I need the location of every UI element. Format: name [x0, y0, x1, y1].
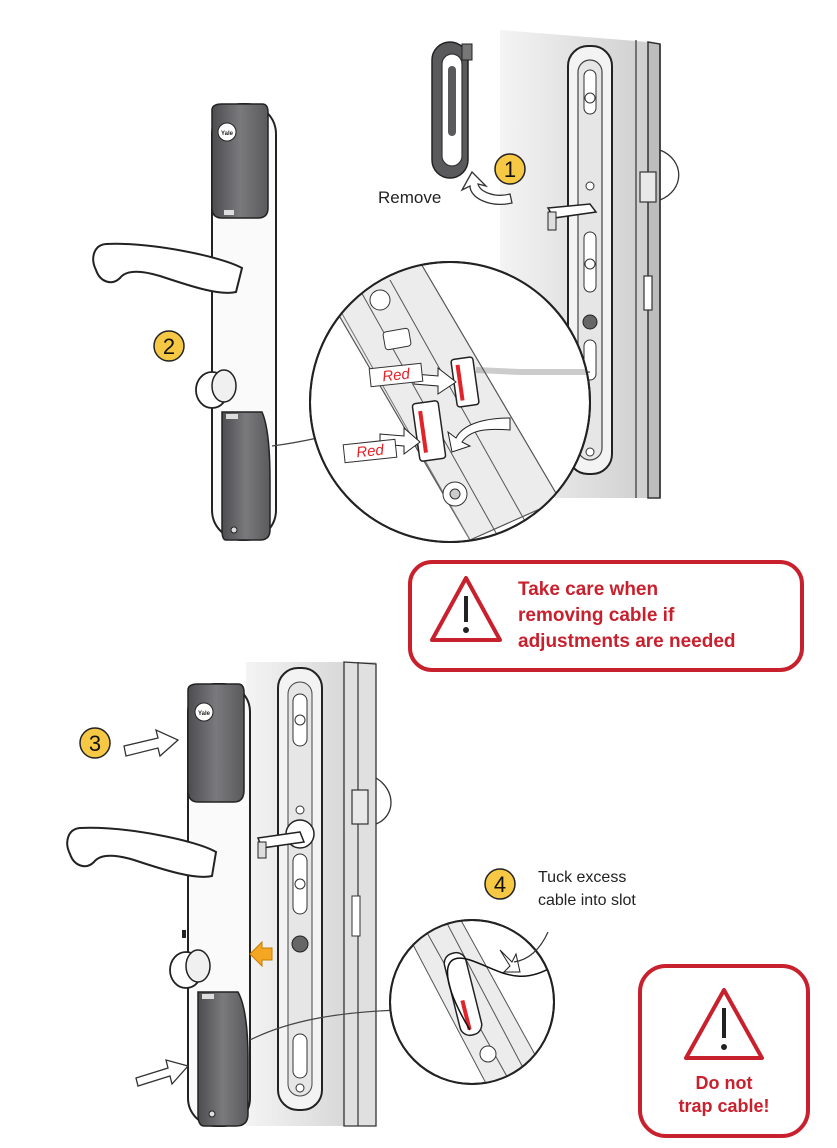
- step-1-label: Remove: [378, 188, 442, 207]
- svg-text:3: 3: [89, 731, 101, 756]
- thumbturn-bottom: [169, 949, 211, 989]
- warning-icon-small: [684, 988, 764, 1060]
- step-1-badge: 1: [494, 153, 526, 185]
- connector-label-upper: Red: [368, 362, 424, 388]
- attach-arrow-top: [123, 728, 180, 758]
- handle-assembly-bottom: Yale: [66, 683, 251, 1127]
- zoom-detail-slot: [389, 919, 555, 1085]
- step-2-badge: 2: [153, 330, 185, 362]
- attach-arrow-bottom: [135, 1059, 190, 1087]
- svg-text:Red: Red: [381, 366, 411, 386]
- zoom-detail-connectors: Red Red: [309, 261, 591, 543]
- warning-trap-text: Do not trap cable!: [678, 1073, 770, 1116]
- brand-badge-top: Yale: [221, 131, 234, 137]
- warning-icon: [430, 576, 502, 642]
- connector-label-lower: Red: [342, 438, 398, 464]
- warning-box-cable: [408, 560, 804, 672]
- push-indicator-arrow: [249, 940, 273, 968]
- removed-cover: [431, 41, 473, 179]
- svg-text:1: 1: [504, 157, 516, 182]
- handle-assembly-top: Yale: [92, 103, 277, 541]
- svg-text:2: 2: [163, 334, 175, 359]
- warning-box-trap: [638, 964, 810, 1138]
- svg-text:4: 4: [494, 872, 506, 897]
- step-4-badge: 4: [484, 868, 516, 900]
- step-4-label: Tuck excess cable into slot: [538, 869, 636, 909]
- remove-arrow: [460, 170, 513, 205]
- thumbturn-top: [195, 369, 237, 409]
- svg-text:Red: Red: [355, 442, 385, 462]
- step-3-badge: 3: [79, 727, 111, 759]
- lock-faceplate-bottom: [256, 667, 323, 1111]
- brand-badge-bottom: Yale: [198, 711, 211, 717]
- warning-cable-text: Take care when removing cable if adjustm…: [518, 579, 736, 652]
- cable-bottom: [249, 1009, 401, 1041]
